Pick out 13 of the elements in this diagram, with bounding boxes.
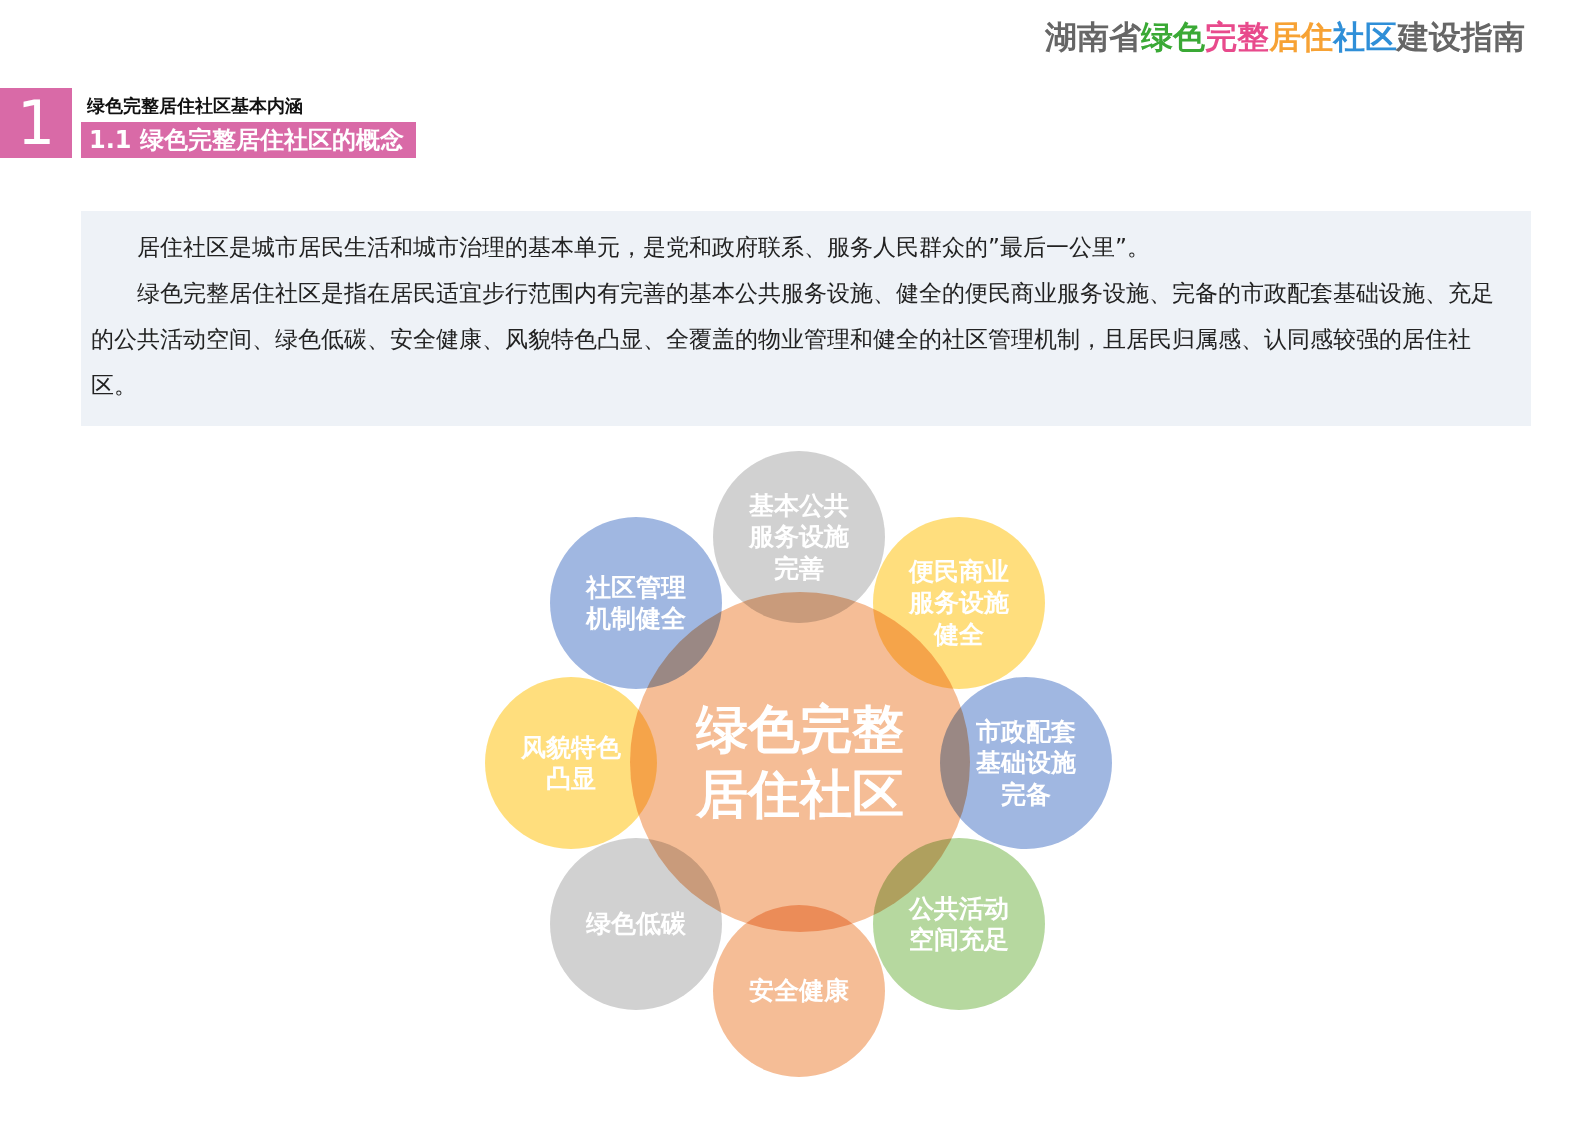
circle-label: 风貌特色凸显 — [520, 731, 622, 795]
center-label: 绿色完整居住社区 — [694, 698, 905, 826]
circle-label: 公共活动空间充足 — [907, 892, 1010, 956]
paragraph: 居住社区是城市居民生活和城市治理的基本单元，是党和政府联系、服务人民群众的”最后一公里”。 — [136, 233, 1151, 262]
circle-label: 市政配套基础设施完备 — [975, 716, 1077, 810]
circle-label: 社区管理机制健全 — [584, 571, 687, 635]
subsection-heading: 1.1 绿色完整居住社区的概念 — [81, 122, 416, 158]
circle-label: 便民商业服务设施健全 — [907, 556, 1010, 650]
chapter-number: 1 — [0, 88, 72, 158]
section-heading: 绿色完整居住社区基本内涵 — [87, 94, 303, 118]
document-title: 湖南省绿色完整居住社区建设指南 — [1045, 17, 1525, 58]
circle-label: 安全健康 — [748, 975, 850, 1007]
paragraph: 绿色完整居住社区是指在居民适宜步行范围内有完善的基本公共服务设施、健全的便民商业服务设施、完备的市政配套基础设施、充足的公共活动空间、绿色低碳、安全健康、风貌特色凸显、全覆盖的物业管理和健全的社区管理机制，且居民归属感、认同感较强的居住社区。 — [91, 279, 1495, 400]
